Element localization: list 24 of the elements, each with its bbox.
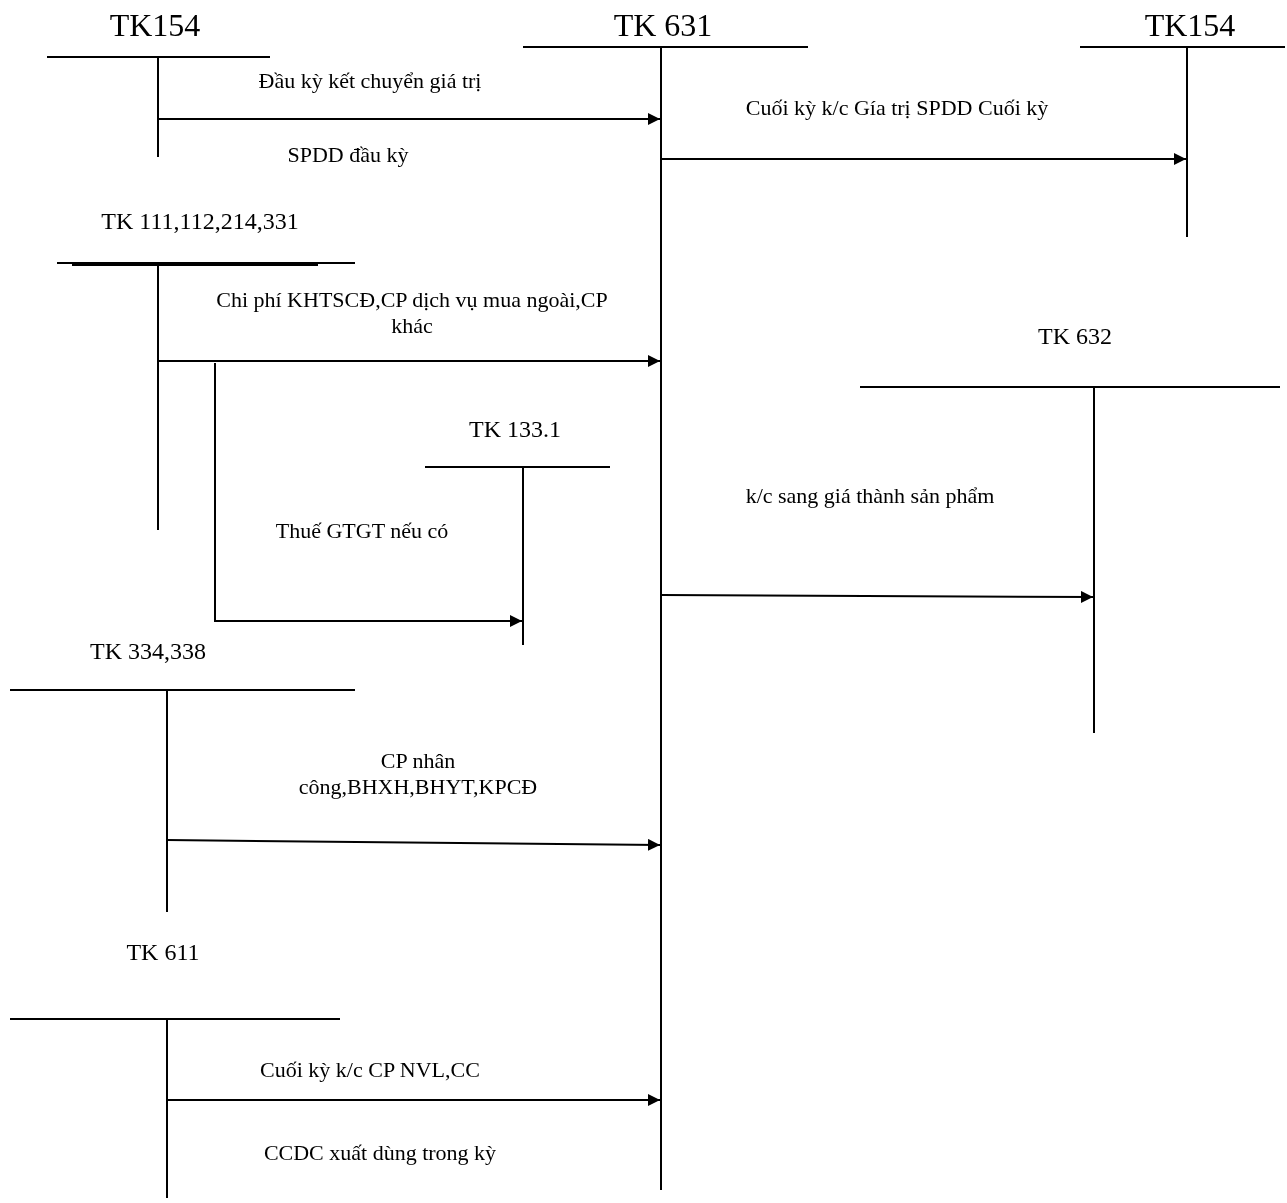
account-title: TK 133.1: [469, 416, 561, 443]
entry-note: CCDC xuất dùng trong kỳ: [262, 1140, 498, 1167]
arrow: [157, 113, 661, 125]
account-title: TK 111,112,214,331: [101, 208, 299, 235]
edge-label: Thuế GTGT nếu có: [274, 518, 450, 545]
arrow: [166, 838, 661, 851]
edge-label: Chi phí KHTSCĐ,CP dịch vụ mua ngoài,CP khác: [215, 287, 609, 340]
edge-label: Cuối kỳ k/c CP NVL,CC: [259, 1057, 481, 1084]
arrow: [157, 355, 661, 367]
arrow: [660, 153, 1187, 165]
entry-note: SPDD đầu kỳ: [286, 142, 410, 169]
edge-label: Đầu kỳ kết chuyển giá trị: [257, 68, 483, 95]
account-title: TK 632: [1038, 323, 1112, 350]
edge-label: CP nhân công,BHXH,BHYT,KPCĐ: [297, 748, 539, 801]
edge-label: Cuối kỳ k/c Gía trị SPDD Cuối kỳ: [744, 95, 1050, 122]
edge-label: k/c sang giá thành sản phẩm: [744, 483, 996, 510]
arrow: [214, 362, 523, 627]
account-title: TK154: [109, 8, 201, 44]
arrow: [166, 1094, 661, 1106]
account-title: TK154: [1144, 8, 1236, 44]
account-title: TK 631: [613, 8, 713, 44]
account-title: TK 334,338: [90, 638, 206, 665]
arrow: [660, 590, 1094, 603]
account-title: TK 611: [126, 939, 200, 966]
